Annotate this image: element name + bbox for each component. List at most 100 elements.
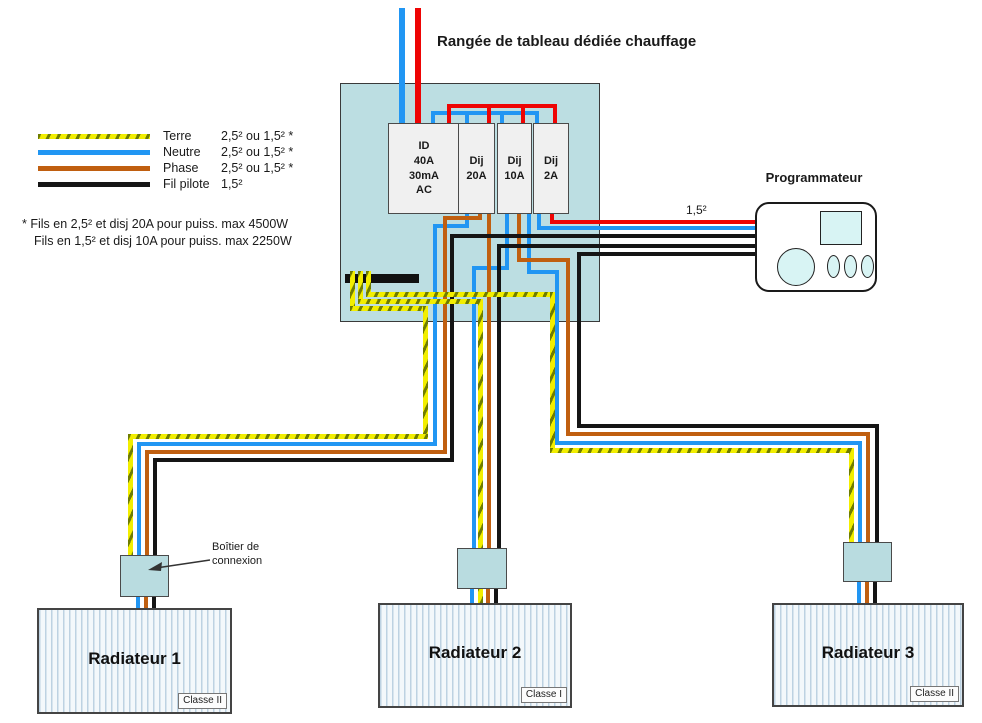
wire-phase-rad1: [443, 216, 482, 220]
wire-comb-neutre: [431, 111, 539, 115]
earth-busbar: [345, 274, 419, 283]
wire-comb-neutre-drop: [535, 113, 539, 124]
wire-neutre-rad3: [555, 270, 559, 445]
wire-phase-rad3: [517, 258, 570, 262]
wire-terre-rad1: [128, 434, 133, 557]
wire-supply-neutre: [399, 8, 405, 125]
wire-pilote-rad1: [152, 593, 156, 610]
legend-terre-spec: 2,5² ou 1,5² *: [221, 129, 294, 143]
wire-pilote-rad1: [450, 234, 454, 460]
wire-neutre-rad1: [137, 442, 437, 446]
wire-phase-rad1: [478, 211, 482, 220]
wire-pilote-rad2: [494, 585, 498, 607]
radiateur-1-classe: Classe II: [178, 693, 227, 709]
sizing-note-2: Fils en 1,5² et disj 10A pour puiss. max…: [34, 234, 292, 248]
wire-neutre-rad2: [470, 585, 474, 607]
programmer-button-3: [861, 255, 874, 278]
legend-row-fil-pilote: Fil pilote 1,5²: [38, 176, 293, 192]
wire-comb-phase-drop: [447, 106, 451, 124]
radiateur-3-classe: Classe II: [910, 686, 959, 702]
wire-pilote-rad1: [450, 234, 757, 238]
wire-terre-rad1: [423, 306, 428, 438]
legend: Terre 2,5² ou 1,5² * Neutre 2,5² ou 1,5²…: [38, 128, 293, 192]
neutre-swatch: [38, 149, 150, 155]
wire-phase-rad1: [145, 450, 149, 557]
radiateur-3-label: Radiateur 3: [821, 643, 915, 662]
wire-comb-phase-drop: [487, 106, 491, 124]
wire-neutre-rad3: [527, 211, 531, 274]
legend-row-phase: Phase 2,5² ou 1,5² *: [38, 160, 293, 176]
radiateur-3: Radiateur 3 Classe II: [772, 603, 964, 707]
wire-comb-neutre-drop: [431, 113, 435, 124]
wire-terre-rad3: [550, 292, 555, 453]
wire-phase-rad1: [144, 593, 148, 610]
wire-phase-programmer: [550, 220, 757, 224]
radiateur-2: Radiateur 2 Classe I: [378, 603, 572, 708]
wire-terre-rad2: [478, 585, 483, 607]
wire-pilote-rad1: [153, 458, 454, 462]
breaker-dij-2a: Dij 2A: [533, 123, 569, 214]
programmer-button-1: [827, 255, 840, 278]
wire-pilote-rad3: [875, 424, 879, 545]
programmer-screen: [820, 211, 862, 245]
wire-pilote-rad2: [497, 244, 757, 248]
wire-terre-rad1: [350, 271, 355, 311]
wire-neutre-rad2: [505, 211, 509, 270]
wire-pilote-rad1: [153, 458, 157, 557]
breaker-dij-20a: Dij 20A: [458, 123, 495, 214]
wire-comb-phase-drop: [553, 106, 557, 124]
legend-terre-name: Terre: [163, 129, 192, 143]
wire-neutre-rad3: [555, 441, 862, 445]
wire-comb-phase: [447, 104, 557, 108]
sizing-note-1: * Fils en 2,5² et disj 20A pour puiss. m…: [22, 217, 289, 231]
sizing-notes: * Fils en 2,5² et disj 20A pour puiss. m…: [22, 216, 292, 250]
wire-phase-rad2: [487, 211, 491, 552]
wire-neutre-rad2: [472, 266, 476, 552]
wire-phase-rad3: [566, 432, 870, 436]
wire-neutre-rad1: [137, 442, 141, 557]
legend-neutre-name: Neutre: [163, 145, 201, 159]
wire-terre-rad3: [849, 448, 854, 544]
fil-pilote-swatch: [38, 181, 150, 187]
wire-pilote-rad3: [577, 424, 879, 428]
radiateur-1: Radiateur 1 Classe II: [37, 608, 232, 714]
legend-row-neutre: Neutre 2,5² ou 1,5² *: [38, 144, 293, 160]
programmer-label: Programmateur: [765, 170, 863, 185]
wire-terre-rad1: [350, 306, 428, 311]
programmer-wire-size-label: 1,5²: [686, 203, 707, 217]
terre-swatch: [38, 133, 150, 139]
phase-swatch: [38, 165, 150, 171]
legend-fil-pilote-name: Fil pilote: [163, 177, 210, 191]
junction-box-radiateur-2: [457, 548, 507, 589]
wire-terre-rad2: [478, 299, 483, 552]
junction-box-callout-label: Boîtier de connexion: [212, 541, 263, 567]
legend-phase-name: Phase: [163, 161, 199, 175]
junction-box-radiateur-3: [843, 542, 892, 582]
legend-neutre-spec: 2,5² ou 1,5² *: [221, 145, 294, 159]
wire-pilote-rad3: [577, 252, 581, 428]
wire-phase-rad2: [486, 585, 490, 607]
radiateur-1-label: Radiateur 1: [88, 648, 181, 668]
junction-box-radiateur-1: [120, 555, 169, 597]
diagram-title: Rangée de tableau dédiée chauffage: [437, 33, 697, 50]
breaker-id-40a: ID 40A 30mA AC: [388, 123, 460, 214]
wire-comb-neutre-drop: [465, 113, 469, 124]
wire-neutre-programmer: [537, 226, 757, 230]
wire-phase-rad1: [145, 450, 447, 454]
wire-neutre-rad1: [433, 224, 437, 446]
breaker-dij-10a: Dij 10A: [497, 123, 532, 214]
wire-neutre-rad1: [433, 224, 469, 228]
wire-neutre-programmer: [537, 211, 541, 230]
wire-phase-rad3: [865, 578, 869, 606]
junction-box-callout-arrow: [148, 559, 211, 571]
wire-terre-rad2: [358, 271, 363, 304]
wire-phase-programmer: [550, 211, 554, 224]
legend-row-terre: Terre 2,5² ou 1,5² *: [38, 128, 293, 144]
wire-terre-rad3: [550, 448, 854, 453]
wire-phase-rad3: [566, 258, 570, 436]
legend-phase-spec: 2,5² ou 1,5² *: [221, 161, 294, 175]
programmer-device: [755, 202, 877, 292]
wire-comb-neutre-drop: [500, 113, 504, 124]
